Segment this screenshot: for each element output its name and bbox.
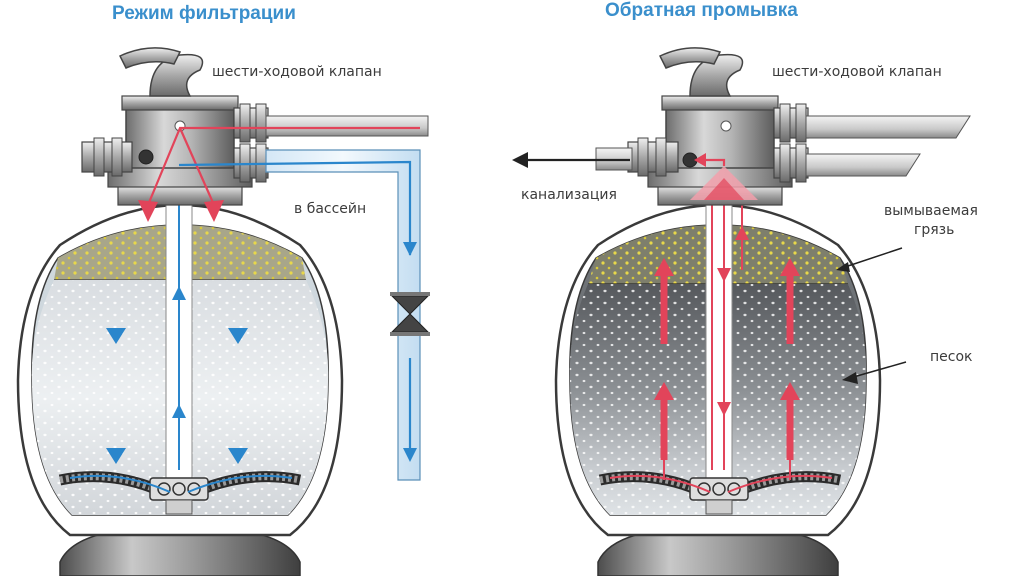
right-filter-tank (554, 170, 882, 576)
tank-base (59, 531, 301, 576)
dirt-label-line2: грязь (914, 222, 954, 238)
valve-handle (149, 53, 204, 97)
left-valve-label: шести-ходовой клапан (212, 64, 382, 80)
butterfly-valve-icon (390, 292, 430, 336)
callout-lines (836, 247, 907, 384)
downflow-arrows (106, 250, 248, 464)
left-outlet-label: в бассейн (294, 201, 366, 217)
dirt-label-line1: вымываемая (884, 203, 978, 219)
upflow-arrows (654, 258, 800, 480)
left-filter-tank (16, 160, 344, 576)
left-title: Режим фильтрации (112, 3, 296, 24)
sand-label: песок (930, 349, 973, 365)
multiport-valve-icon (627, 47, 809, 206)
drain-arrow-icon (512, 152, 630, 168)
upflow-arrows (172, 160, 186, 470)
central-pipe (705, 184, 733, 506)
inlet-pipe (265, 115, 429, 137)
pipe-flow-arrows (711, 170, 749, 470)
drain-label: канализация (521, 187, 617, 203)
right-title: Обратная промывка (605, 0, 798, 21)
valve-handle (689, 53, 744, 97)
outlet-pipe (265, 149, 421, 481)
right-valve-label: шести-ходовой клапан (772, 64, 942, 80)
inlet-pipes (805, 115, 971, 177)
tank-base (597, 531, 839, 576)
